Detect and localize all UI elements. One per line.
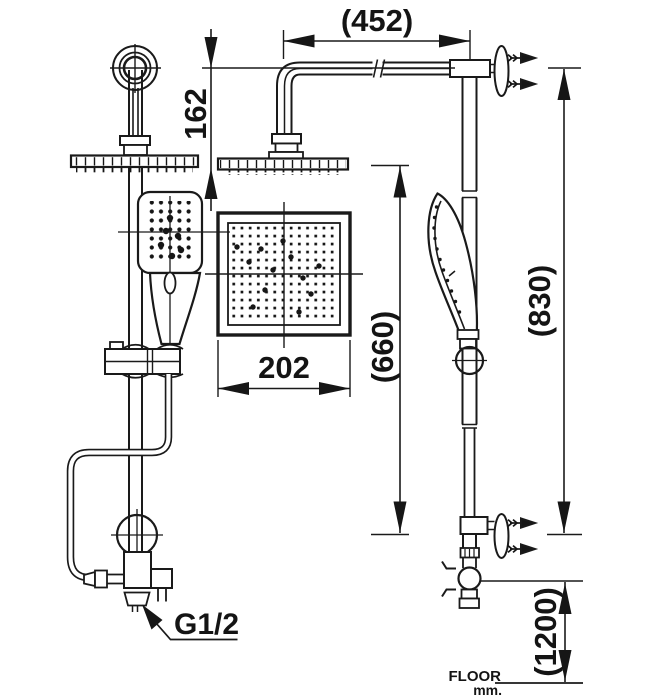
mixer-valve-side (441, 534, 482, 609)
shower-arm-side (268, 59, 450, 161)
dim-label-452: (452) (341, 3, 413, 38)
leader-arrowhead (142, 604, 163, 630)
nozzle-accent-dots (234, 238, 322, 315)
g12-leader (142, 604, 238, 641)
rail-connector-nut (119, 135, 151, 146)
hand-shower-handle (148, 271, 202, 346)
dim-label-660: (660) (365, 311, 400, 383)
slider-bracket-front (104, 341, 184, 379)
dim-660 (371, 164, 409, 536)
bottom-inlet-nut (123, 591, 151, 607)
rain-head-front-edge (69, 154, 200, 173)
mixer-valve-front (83, 509, 173, 612)
slider-lock-knob (109, 341, 124, 350)
hand-shower-centerlines (118, 196, 230, 344)
dim-label-830: (830) (522, 265, 557, 337)
wall-screw-icon (507, 543, 536, 555)
wall-mount-flange (110, 44, 161, 93)
floor-label: FLOOR (449, 668, 502, 685)
dim-1200 (480, 580, 583, 684)
wall-flange-top (493, 45, 510, 97)
thread-label: G1/2 (174, 608, 239, 641)
valve-lever-lower (441, 588, 456, 598)
unit-label: mm. (473, 682, 502, 698)
diverter-knob-side (457, 566, 482, 591)
wall-screw-icon (507, 78, 536, 90)
face-centerlines (205, 202, 363, 348)
dim-162 (203, 29, 219, 211)
dim-830 (547, 67, 582, 536)
dim-452 (282, 30, 471, 59)
hand-shower-side (427, 192, 479, 343)
front-view (66, 44, 238, 641)
hand-shower-front (118, 190, 230, 346)
valve-outlet-right (150, 568, 173, 589)
valve-lever-upper (441, 560, 456, 570)
hose-side (463, 428, 476, 517)
hand-shower-side-nozzles (432, 205, 462, 314)
wall-screw-icon (507, 517, 536, 529)
dim-label-162: 162 (178, 88, 213, 140)
dim-202 (217, 340, 351, 397)
wall-flange-bottom (493, 513, 510, 559)
bottom-wall-bracket (459, 513, 536, 559)
dimension-lines (202, 29, 583, 684)
side-view (216, 45, 536, 609)
rain-head-face-view (205, 202, 363, 348)
slider-ring-side (452, 329, 487, 376)
spout-nut (94, 569, 108, 589)
rail-side-upper (461, 77, 478, 191)
dim-label-202: 202 (258, 350, 310, 385)
rain-head-side-edge (216, 157, 350, 175)
shower-hose-front (66, 374, 173, 582)
wall-screw-icon (507, 52, 536, 64)
dim-label-1200: (1200) (528, 587, 563, 677)
valve-body-front (123, 551, 152, 589)
